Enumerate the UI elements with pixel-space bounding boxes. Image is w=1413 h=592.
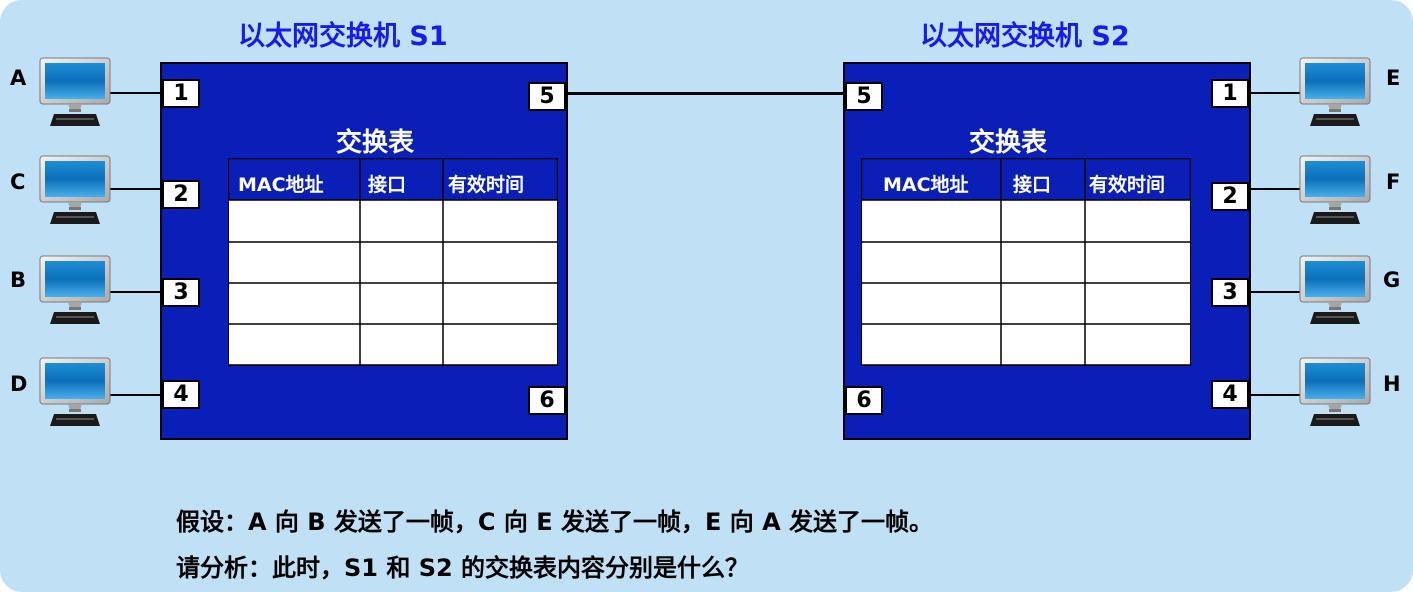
cable-e	[1248, 92, 1304, 94]
s1-port-1: 1	[162, 79, 200, 108]
computer-icon	[1298, 56, 1372, 130]
s1-table-grid	[228, 158, 558, 366]
question-line-2: 请分析：此时，S1 和 S2 的交换表内容分别是什么？	[176, 554, 750, 582]
s1-port-4: 4	[162, 380, 200, 409]
s1-table-title: 交换表	[336, 128, 415, 158]
computer-icon	[38, 154, 112, 228]
switch-s1-title: 以太网交换机 S1	[238, 21, 448, 52]
s2-port-4: 4	[1211, 380, 1249, 409]
cable-h	[1248, 394, 1304, 396]
cable-d	[110, 394, 162, 396]
switch-s1: 1 2 3 4 5 6 交换表 MAC地址 接口 有效时间	[160, 62, 568, 440]
host-label-d: D	[10, 372, 28, 396]
host-label-h: H	[1383, 372, 1401, 396]
s2-col-ttl: 有效时间	[1089, 174, 1166, 196]
cable-a	[110, 92, 162, 94]
computer-icon	[38, 356, 112, 430]
s1-col-ttl: 有效时间	[448, 174, 525, 196]
switch-s2: 5 1 2 3 6 4 交换表 MAC地址 接口 有效时间	[843, 62, 1251, 440]
cable-c	[110, 188, 162, 190]
computer-icon	[38, 56, 112, 130]
host-label-c: C	[10, 170, 26, 194]
computer-icon	[1298, 254, 1372, 328]
s1-port-6: 6	[528, 386, 566, 415]
trunk-link-s1-s2	[566, 92, 846, 95]
host-label-g: G	[1383, 268, 1401, 292]
s2-port-6: 6	[845, 386, 883, 415]
cable-g	[1248, 291, 1304, 293]
s2-col-mac: MAC地址	[883, 174, 969, 196]
computer-icon	[1298, 356, 1372, 430]
s1-port-5: 5	[528, 82, 566, 111]
host-label-e: E	[1386, 66, 1401, 90]
computer-icon	[38, 254, 112, 328]
host-label-f: F	[1386, 170, 1401, 194]
s1-port-3: 3	[162, 278, 200, 307]
s2-table-grid	[861, 158, 1191, 366]
s2-port-5: 5	[845, 82, 883, 111]
s1-col-port: 接口	[368, 174, 407, 196]
host-label-a: A	[10, 66, 27, 90]
s2-port-2: 2	[1211, 182, 1249, 211]
question-line-1: 假设：A 向 B 发送了一帧，C 向 E 发送了一帧，E 向 A 发送了一帧。	[176, 508, 934, 536]
host-label-b: B	[10, 268, 27, 292]
s1-port-2: 2	[162, 180, 200, 209]
s2-table-title: 交换表	[969, 128, 1048, 158]
cable-f	[1248, 188, 1304, 190]
s1-col-mac: MAC地址	[238, 174, 324, 196]
s2-col-port: 接口	[1013, 174, 1052, 196]
cable-b	[110, 291, 162, 293]
switch-s2-title: 以太网交换机 S2	[920, 21, 1130, 52]
computer-icon	[1298, 154, 1372, 228]
s2-port-3: 3	[1211, 278, 1249, 307]
s2-port-1: 1	[1211, 79, 1249, 108]
